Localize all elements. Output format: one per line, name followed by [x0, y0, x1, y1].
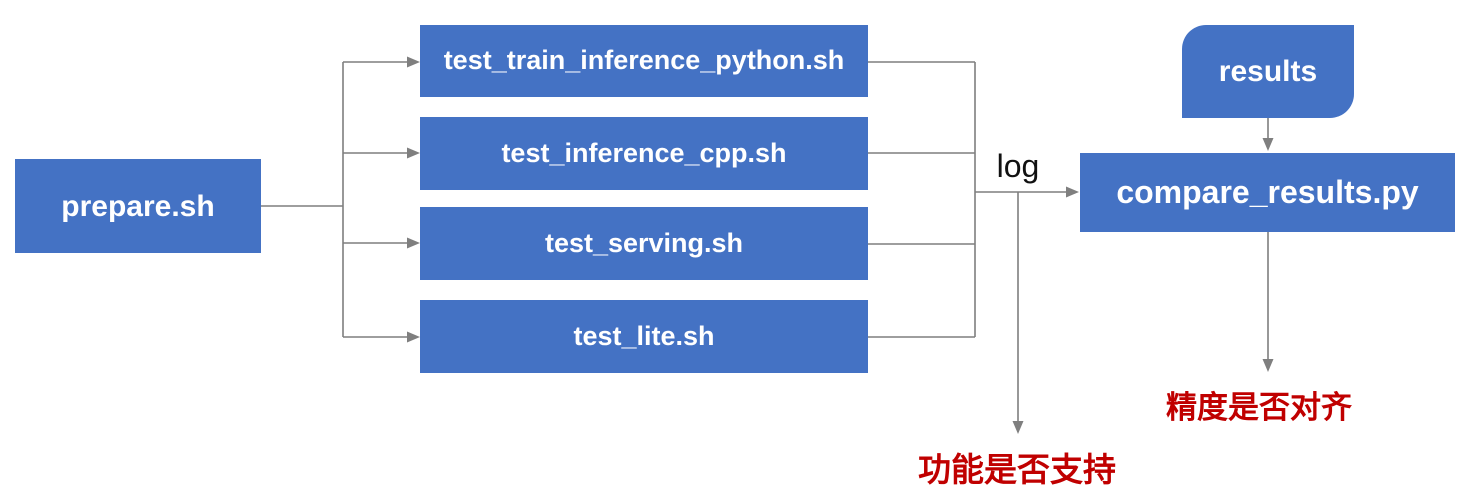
edge-tests-to-log	[868, 61, 976, 338]
edge-prepare-to-tests	[261, 56, 420, 343]
edge-log-to-function-support	[1012, 192, 1024, 434]
output-label-function-support: 功能是否支持	[918, 451, 1116, 488]
edge-log-to-compare	[975, 186, 1079, 198]
edge-results-to-compare	[1262, 118, 1274, 151]
edge-compare-to-precision	[1262, 232, 1274, 372]
node-test-train-inference-python-sh: test_train_inference_python.sh	[420, 25, 868, 97]
edge-label-log: log	[996, 148, 1040, 184]
node-results: results	[1182, 25, 1354, 118]
output-label-precision-align: 精度是否对齐	[1166, 390, 1352, 425]
node-compare-results-py: compare_results.py	[1080, 153, 1455, 232]
node-test-serving-sh: test_serving.sh	[420, 207, 868, 280]
node-test-inference-cpp-sh: test_inference_cpp.sh	[420, 117, 868, 190]
node-test-lite-sh: test_lite.sh	[420, 300, 868, 373]
node-prepare-sh: prepare.sh	[15, 159, 261, 253]
